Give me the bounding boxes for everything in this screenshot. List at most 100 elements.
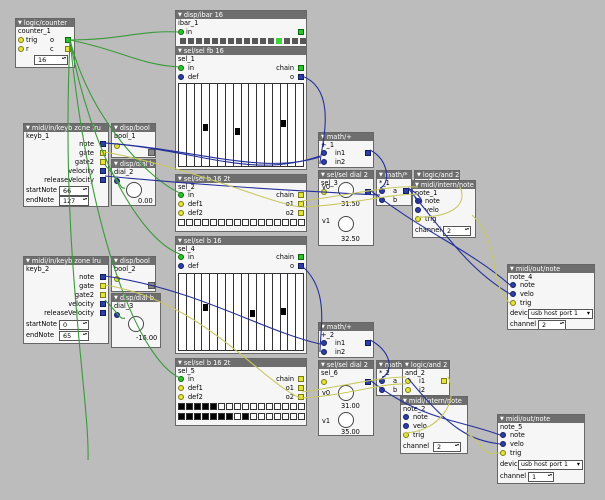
in-inlet[interactable]: [114, 143, 120, 149]
trig-inlet[interactable]: [510, 300, 516, 306]
release-velocity-outlet[interactable]: [100, 310, 106, 316]
step-cell[interactable]: [186, 403, 193, 410]
step-cell[interactable]: [178, 403, 185, 410]
step-column[interactable]: [265, 84, 273, 166]
step-column[interactable]: [234, 84, 242, 166]
velocity-outlet[interactable]: [100, 301, 106, 307]
step-cell[interactable]: [274, 219, 281, 226]
step-column[interactable]: [187, 84, 195, 166]
step-cell[interactable]: [258, 413, 265, 420]
step-cell[interactable]: [274, 413, 281, 420]
release-velocity-outlet[interactable]: [100, 177, 106, 183]
step-column[interactable]: [273, 84, 281, 166]
in1-inlet[interactable]: [321, 150, 327, 156]
step-cell[interactable]: [194, 403, 201, 410]
step-cell[interactable]: [242, 219, 249, 226]
step-cell[interactable]: [210, 219, 217, 226]
v0-dial[interactable]: [338, 182, 354, 198]
step-cell[interactable]: [218, 413, 225, 420]
def-inlet[interactable]: [178, 263, 184, 269]
count-spinner[interactable]: 16: [34, 55, 68, 65]
step-cell[interactable]: [226, 403, 233, 410]
in2-inlet[interactable]: [321, 159, 327, 165]
step-cell[interactable]: [234, 219, 241, 226]
def1-inlet[interactable]: [178, 385, 184, 391]
in-inlet[interactable]: [114, 276, 120, 282]
in-inlet[interactable]: [114, 312, 120, 318]
step-cell[interactable]: [258, 219, 265, 226]
step-cell[interactable]: [242, 403, 249, 410]
step-row-1[interactable]: [178, 403, 306, 410]
reset-inlet[interactable]: [18, 46, 24, 52]
step-column[interactable]: [202, 274, 211, 350]
device-select[interactable]: usb host port 1: [518, 460, 583, 470]
out-outlet[interactable]: [365, 340, 371, 346]
note-inlet[interactable]: [510, 282, 516, 288]
i2-inlet[interactable]: [405, 387, 411, 393]
step-cell[interactable]: [282, 219, 289, 226]
device-select[interactable]: usb host port 1: [528, 309, 593, 319]
v0-dial[interactable]: [338, 385, 354, 401]
dial-knob[interactable]: [126, 182, 142, 198]
note-inlet[interactable]: [415, 198, 421, 204]
step-cell[interactable]: [242, 413, 249, 420]
chain-outlet[interactable]: [298, 65, 304, 71]
step-column[interactable]: [234, 274, 242, 350]
channel-spinner[interactable]: 2: [538, 320, 566, 329]
step-cell[interactable]: [290, 403, 297, 410]
velo-inlet[interactable]: [500, 441, 506, 447]
step-column[interactable]: [296, 274, 303, 350]
o-outlet[interactable]: [65, 37, 71, 43]
step-cell[interactable]: [186, 413, 193, 420]
gate2-outlet[interactable]: [100, 292, 106, 298]
note-outlet[interactable]: [100, 141, 106, 147]
dial3-object[interactable]: disp/dial b dial_3 -16.00: [111, 293, 161, 348]
step-column[interactable]: [249, 274, 258, 350]
in-inlet[interactable]: [178, 192, 184, 198]
gate-outlet[interactable]: [100, 283, 106, 289]
trig-inlet[interactable]: [500, 450, 506, 456]
in1-inlet[interactable]: [321, 340, 327, 346]
i1-inlet[interactable]: [405, 378, 411, 384]
step-column[interactable]: [210, 84, 219, 166]
gate2-outlet[interactable]: [100, 159, 106, 165]
def1-inlet[interactable]: [178, 201, 184, 207]
midi-out2-object[interactable]: midi/out/note note_5 note velo trig devi…: [497, 414, 585, 484]
end-note-spinner[interactable]: 127: [59, 196, 89, 206]
chain-outlet[interactable]: [298, 376, 304, 382]
a-inlet[interactable]: [379, 378, 385, 384]
gate-outlet[interactable]: [100, 150, 106, 156]
sel1-object[interactable]: sel/sel fb 16 sel_1 in chain def o: [175, 46, 307, 170]
step-grid[interactable]: [178, 273, 304, 351]
midi-out1-object[interactable]: midi/out/note note_4 note velo trig devi…: [507, 264, 595, 330]
out-outlet[interactable]: [365, 150, 371, 156]
step-column[interactable]: [257, 84, 265, 166]
bool2-object[interactable]: disp/bool bool_2: [111, 256, 156, 292]
o-outlet[interactable]: [298, 74, 304, 80]
trig-inlet[interactable]: [403, 432, 409, 438]
step-column[interactable]: [187, 274, 195, 350]
step-column[interactable]: [288, 274, 297, 350]
step-cell[interactable]: [218, 403, 225, 410]
chain-outlet[interactable]: [298, 192, 304, 198]
and-outlet[interactable]: [441, 378, 447, 384]
step-cell[interactable]: [194, 413, 201, 420]
velo-inlet[interactable]: [403, 423, 409, 429]
velo-inlet[interactable]: [510, 291, 516, 297]
trig-inlet[interactable]: [415, 216, 421, 222]
note-inlet[interactable]: [500, 432, 506, 438]
step-column[interactable]: [249, 84, 258, 166]
in2-inlet[interactable]: [321, 349, 327, 355]
step-cell[interactable]: [234, 403, 241, 410]
step-column[interactable]: [265, 274, 273, 350]
step-column[interactable]: [288, 84, 297, 166]
out-outlet[interactable]: [365, 379, 371, 385]
step-cell[interactable]: [266, 219, 273, 226]
step-cell[interactable]: [274, 403, 281, 410]
dial2-object[interactable]: disp/dial b dial_2 0.00: [111, 159, 156, 206]
def2-inlet[interactable]: [178, 394, 184, 400]
step-cell[interactable]: [186, 219, 193, 226]
step-cell[interactable]: [178, 413, 185, 420]
